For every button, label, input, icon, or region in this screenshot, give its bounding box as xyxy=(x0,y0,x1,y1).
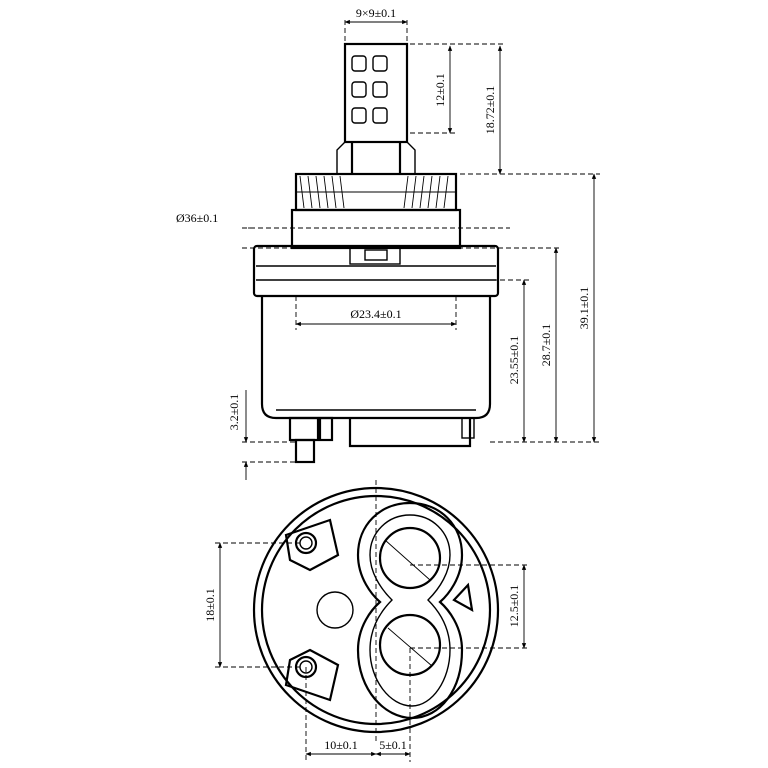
mounting-lugs xyxy=(284,518,340,702)
extension-lines xyxy=(242,20,600,463)
offset-right-label: 5±0.1 xyxy=(379,738,407,752)
bottom-dimension-arrows xyxy=(217,542,527,757)
stem xyxy=(336,42,416,174)
bottom-view: 18±0.1 12.5±0.1 10±0.1 5±0.1 xyxy=(203,480,530,762)
pin-spacing-label: 18±0.1 xyxy=(203,588,217,622)
stem-height-label: 12±0.1 xyxy=(433,73,447,107)
mid-height-label: 28.7±0.1 xyxy=(539,324,553,367)
dimension-arrows xyxy=(243,19,597,480)
pin-height-label: 3.2±0.1 xyxy=(227,394,241,431)
flange xyxy=(252,244,500,298)
knurled-ring xyxy=(294,172,458,212)
total-height-label: 39.1±0.1 xyxy=(577,287,591,330)
lower-body xyxy=(260,296,492,420)
stem-size-label: 9×9±0.1 xyxy=(356,6,396,20)
port-spacing-label: 12.5±0.1 xyxy=(507,585,521,628)
base-pins xyxy=(288,416,475,464)
port-seal xyxy=(356,501,474,720)
upper-body xyxy=(290,208,462,250)
bottom-extension-lines xyxy=(215,542,530,762)
inner-diameter-label: Ø23.4±0.1 xyxy=(350,307,401,321)
center-hole xyxy=(316,591,354,629)
body-diameter-label: Ø36±0.1 xyxy=(176,211,218,225)
body-height-label: 23.55±0.1 xyxy=(507,336,521,385)
stem-total-label: 18.72±0.1 xyxy=(483,86,497,135)
offset-left-label: 10±0.1 xyxy=(324,738,358,752)
side-view: 9×9±0.1 12±0.1 18.72±0.1 Ø36±0.1 Ø23.4±0… xyxy=(176,6,600,480)
